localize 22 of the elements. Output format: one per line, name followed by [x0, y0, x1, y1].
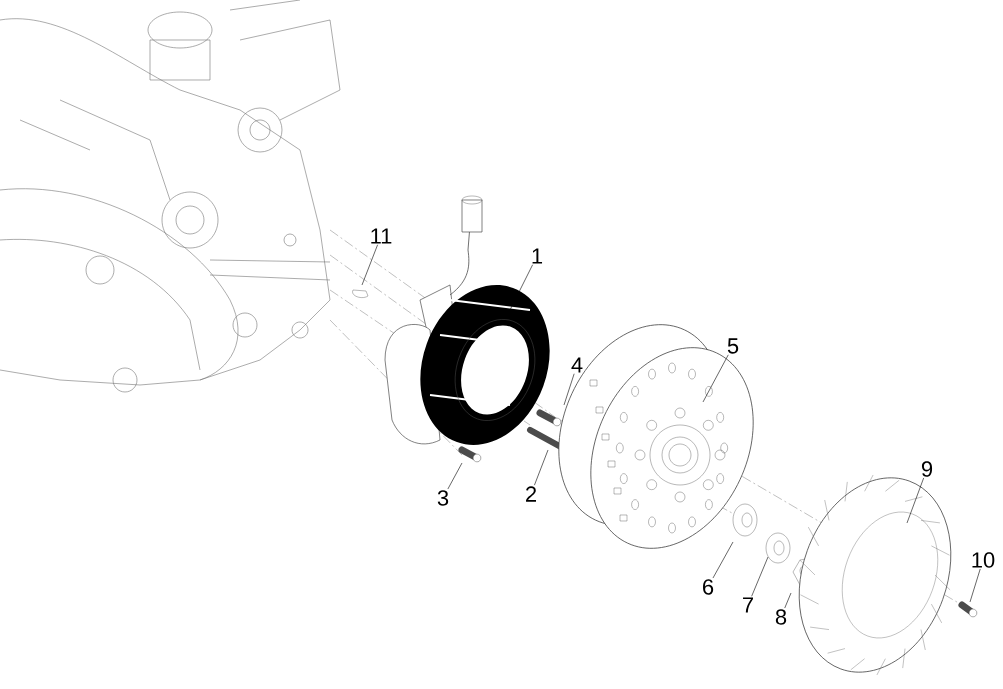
callout-number: 8	[775, 609, 787, 625]
callout-number: 2	[526, 486, 536, 502]
leader-line	[702, 354, 729, 403]
leader-line	[712, 541, 734, 579]
callout-number: 3	[437, 490, 449, 506]
callout-number: 5	[727, 338, 739, 354]
callout-number: 1	[532, 248, 543, 264]
leader-line	[784, 592, 792, 609]
leader-line	[563, 373, 575, 406]
leader-line	[447, 462, 463, 490]
leader-line	[534, 449, 549, 486]
leader-line	[509, 264, 533, 311]
callout-number: 11	[371, 228, 392, 244]
leader-line	[361, 244, 378, 286]
callout-number: 7	[743, 597, 753, 613]
leader-line	[969, 568, 981, 603]
leader-line	[751, 556, 769, 597]
callout-number: 6	[703, 579, 714, 595]
callout-number: 4	[571, 357, 583, 373]
leader-line	[906, 477, 924, 524]
callout-number: 9	[921, 461, 933, 477]
callout-number: 10	[972, 552, 995, 568]
